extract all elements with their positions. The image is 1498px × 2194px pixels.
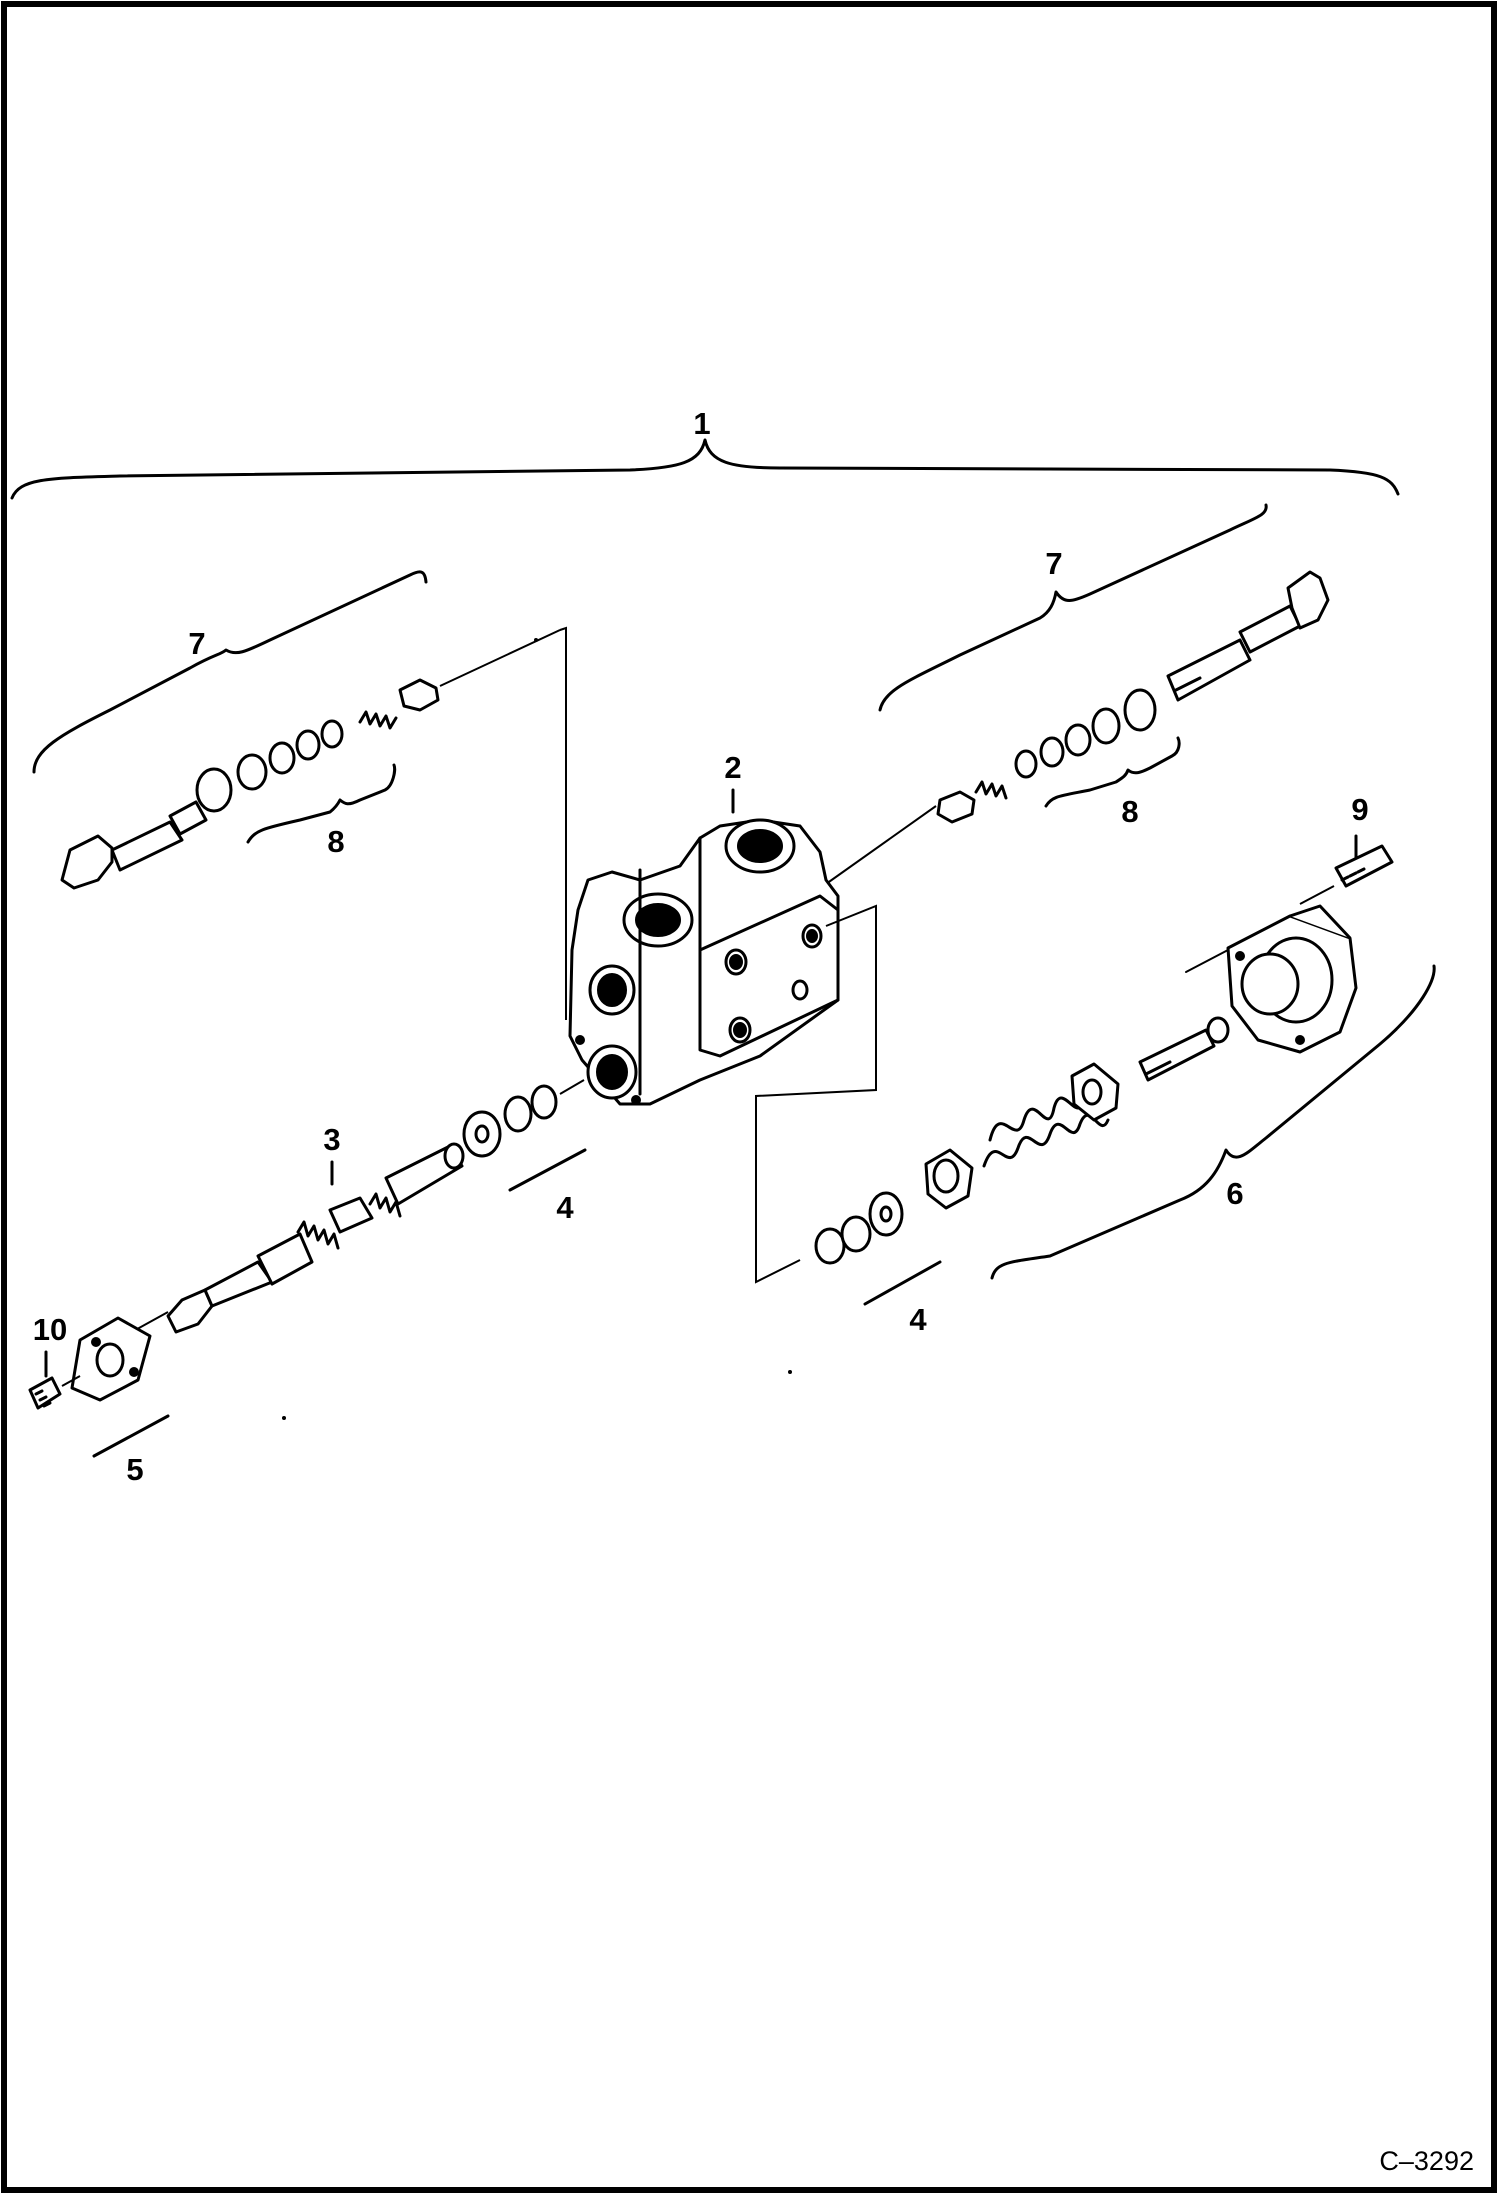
- seals-right: [814, 1191, 904, 1265]
- housing-bore: [1240, 952, 1300, 1016]
- brace-relief-right: [878, 503, 1268, 712]
- callout-7-left: 7: [188, 626, 205, 661]
- end-cap: [70, 1316, 152, 1402]
- spring-icon: [974, 780, 1008, 800]
- o-ring: [295, 729, 321, 761]
- spool-clevis: [166, 1288, 214, 1334]
- spool: [166, 1142, 465, 1334]
- spring-icon: [296, 1220, 340, 1250]
- callout-6: 6: [1226, 1176, 1243, 1211]
- valve-body: [568, 818, 840, 1106]
- relief-plug-left: [60, 834, 114, 890]
- brace-assembly: [10, 438, 1400, 500]
- o-ring: [268, 741, 296, 775]
- relief-body-right: [1166, 638, 1252, 702]
- leader-4-left: [508, 1148, 587, 1192]
- brace-seal-kit-right: [1044, 736, 1181, 808]
- drawing-number: C–3292: [1379, 2146, 1474, 2176]
- callout-1: 1: [693, 406, 710, 441]
- callout-2: 2: [724, 750, 741, 785]
- callout-9: 9: [1351, 792, 1368, 827]
- leader-line: [825, 805, 937, 885]
- relief-valve-right: [825, 570, 1330, 885]
- o-ring: [236, 753, 268, 791]
- o-ring: [320, 719, 344, 749]
- centering-spring-assembly: [924, 1016, 1230, 1210]
- leader-line: [439, 626, 567, 1020]
- o-ring: [1064, 723, 1092, 757]
- poppet-left: [398, 678, 440, 712]
- callout-4-left: 4: [556, 1190, 574, 1225]
- leader-4-right: [863, 1260, 942, 1306]
- brace-spring-assembly: [990, 964, 1436, 1280]
- cap-screw-right: [1299, 844, 1394, 905]
- o-ring: [840, 1215, 872, 1253]
- relief-valve-left: [60, 626, 567, 1020]
- spring-cap-housing: [1185, 904, 1358, 1054]
- o-ring: [503, 1095, 533, 1133]
- o-ring: [1014, 749, 1038, 779]
- callout-4-right: 4: [909, 1302, 927, 1337]
- o-ring: [195, 767, 233, 813]
- callout-8-left: 8: [327, 824, 344, 859]
- spool-end: [384, 1144, 464, 1206]
- leader-line: [755, 904, 877, 1284]
- brace-relief-left: [32, 570, 428, 774]
- callout-7-right: 7: [1045, 546, 1062, 581]
- callout-5: 5: [126, 1452, 143, 1487]
- o-ring: [1123, 688, 1157, 732]
- seals-left: [462, 1079, 585, 1158]
- relief-body-left: [110, 820, 184, 872]
- relief-plug-right: [1286, 570, 1330, 630]
- o-ring: [530, 1084, 558, 1120]
- o-ring: [1039, 736, 1065, 768]
- callout-8-right: 8: [1121, 794, 1138, 829]
- poppet-right: [936, 790, 976, 824]
- o-ring: [814, 1227, 846, 1265]
- o-ring: [1091, 707, 1121, 745]
- spring-icon: [358, 710, 398, 730]
- screw-icon: [28, 1376, 62, 1410]
- leader-5: [92, 1414, 170, 1458]
- callout-10: 10: [33, 1312, 67, 1347]
- brace-seal-kit-left: [246, 763, 397, 844]
- callout-3: 3: [323, 1122, 340, 1157]
- cap-screw-left: [28, 1375, 81, 1410]
